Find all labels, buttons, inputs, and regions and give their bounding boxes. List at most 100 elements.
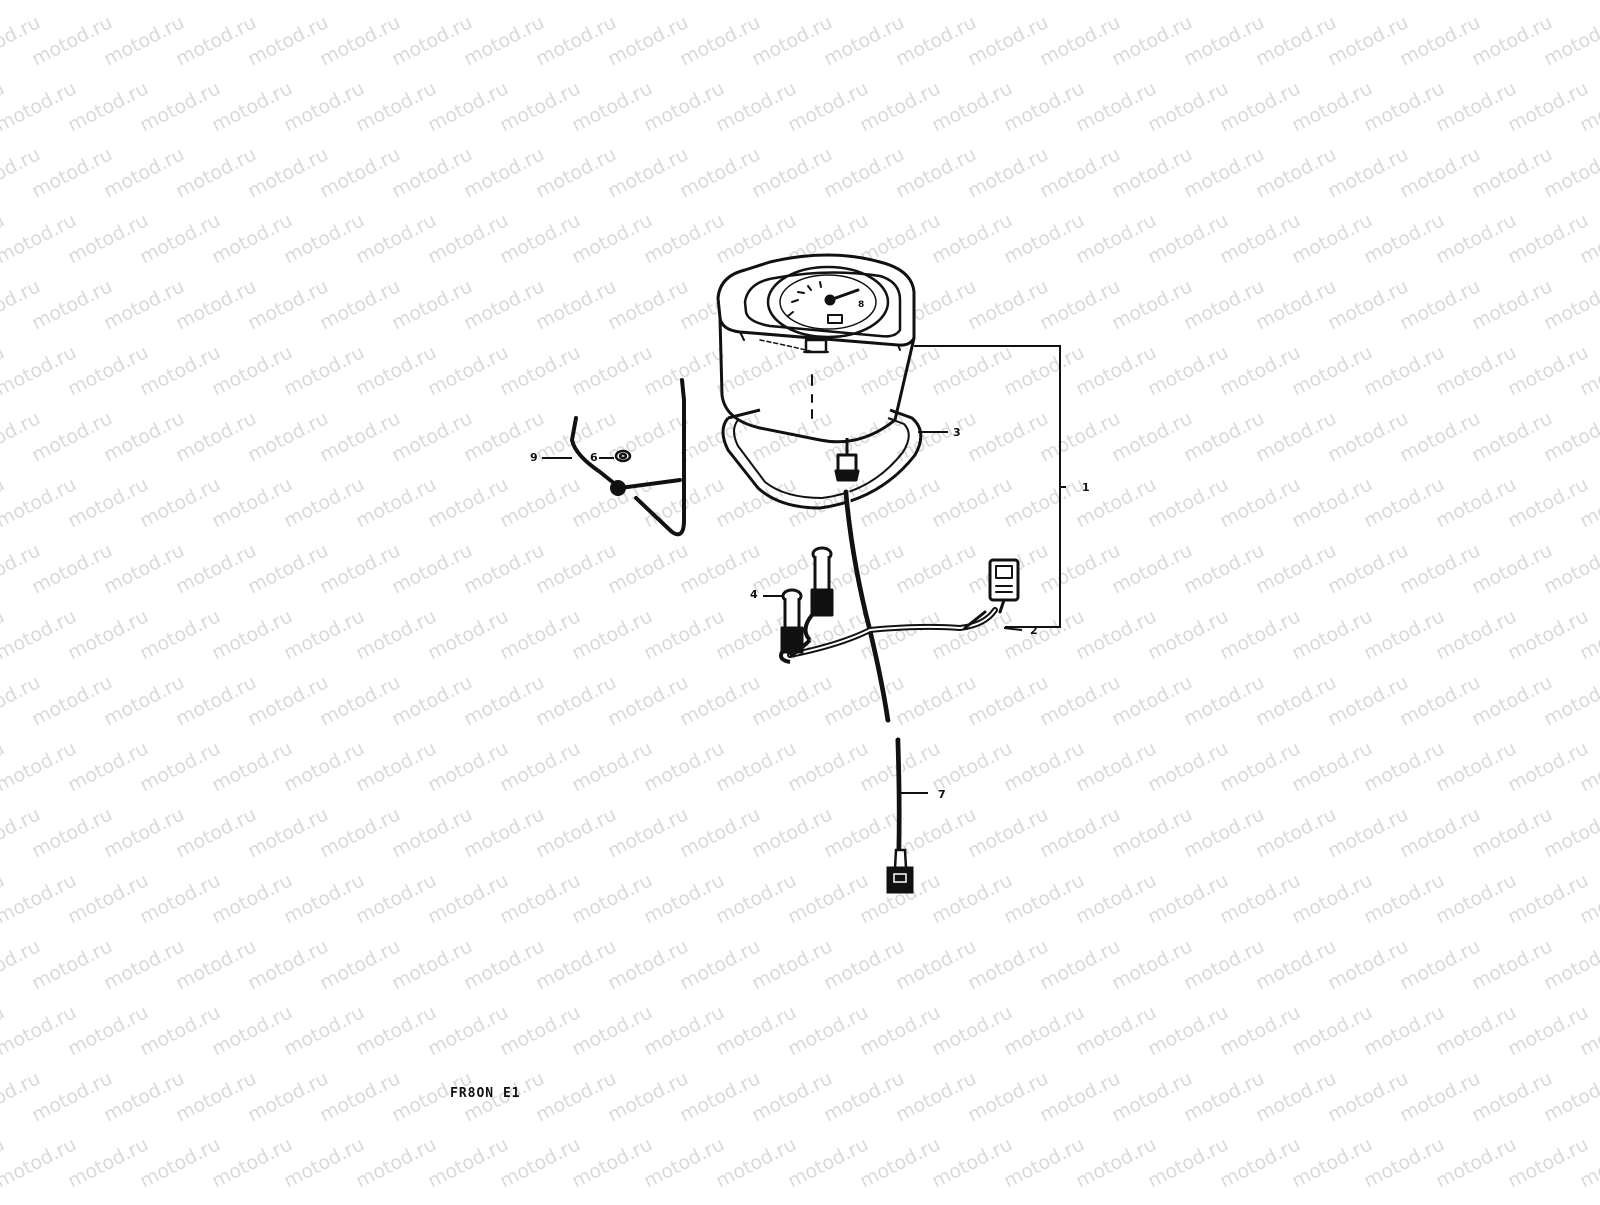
watermark-text: motod.ru xyxy=(1216,605,1304,664)
watermark-text: motod.ru xyxy=(604,11,692,70)
watermark-text: motod.ru xyxy=(0,737,80,796)
watermark-text: motod.ru xyxy=(1072,869,1160,928)
watermark-text: motod.ru xyxy=(1324,143,1412,202)
watermark-text: motod.ru xyxy=(1504,737,1592,796)
watermark-text: motod.ru xyxy=(1000,869,1088,928)
watermark-text: motod.ru xyxy=(748,671,836,730)
watermark-text: motod.ru xyxy=(172,11,260,70)
watermark-text: motod.ru xyxy=(244,11,332,70)
watermark-text: motod.ru xyxy=(316,275,404,334)
watermark-text: motod.ru xyxy=(496,1001,584,1060)
watermark-text: motod.ru xyxy=(352,0,440,4)
watermark-text: motod.ru xyxy=(100,671,188,730)
watermark-text: motod.ru xyxy=(964,1067,1052,1126)
watermark-text: motod.ru xyxy=(1216,737,1304,796)
watermark-text: motod.ru xyxy=(1432,77,1520,136)
watermark-text: motod.ru xyxy=(64,737,152,796)
watermark-text: motod.ru xyxy=(784,737,872,796)
watermark-text: motod.ru xyxy=(424,341,512,400)
watermark-text: motod.ru xyxy=(316,143,404,202)
watermark-text: motod.ru xyxy=(1180,1067,1268,1126)
watermark-text: motod.ru xyxy=(1036,1067,1124,1126)
watermark-text: motod.ru xyxy=(316,671,404,730)
model-code-label: FR8ON E1 xyxy=(450,1086,521,1101)
watermark-text: motod.ru xyxy=(928,1133,1016,1192)
watermark-text: motod.ru xyxy=(532,803,620,862)
watermark-text: motod.ru xyxy=(1288,341,1376,400)
watermark-text: motod.ru xyxy=(676,11,764,70)
watermark-text: motod.ru xyxy=(1504,77,1592,136)
watermark-text: motod.ru xyxy=(1000,77,1088,136)
watermark-text: motod.ru xyxy=(1360,473,1448,532)
watermark-text: motod.ru xyxy=(64,605,152,664)
watermark-text: motod.ru xyxy=(928,77,1016,136)
watermark-text: motod.ru xyxy=(136,737,224,796)
watermark-text: motod.ru xyxy=(640,869,728,928)
watermark-text: motod.ru xyxy=(532,539,620,598)
watermark-text: motod.ru xyxy=(424,77,512,136)
watermark-text: motod.ru xyxy=(784,77,872,136)
watermark-text: motod.ru xyxy=(856,1133,944,1192)
watermark-text: motod.ru xyxy=(280,77,368,136)
watermark-text: motod.ru xyxy=(1324,11,1412,70)
nut-part-6 xyxy=(614,449,632,463)
watermark-text: motod.ru xyxy=(388,11,476,70)
watermark-text: motod.ru xyxy=(1468,143,1556,202)
watermark-text: motod.ru xyxy=(100,803,188,862)
watermark-text: motod.ru xyxy=(244,539,332,598)
watermark-text: motod.ru xyxy=(316,803,404,862)
watermark-text: motod.ru xyxy=(1000,1001,1088,1060)
watermark-text: motod.ru xyxy=(532,935,620,994)
watermark-text: motod.ru xyxy=(1468,1067,1556,1126)
watermark-text: motod.ru xyxy=(280,209,368,268)
watermark-text: motod.ru xyxy=(172,935,260,994)
watermark-text: motod.ru xyxy=(532,671,620,730)
watermark-text: motod.ru xyxy=(424,1001,512,1060)
callout-3: 3 xyxy=(953,426,961,439)
watermark-text: motod.ru xyxy=(820,935,908,994)
watermark-text: motod.ru xyxy=(352,1133,440,1192)
watermark-text: motod.ru xyxy=(568,77,656,136)
watermark-text: motod.ru xyxy=(604,803,692,862)
watermark-text: motod.ru xyxy=(568,209,656,268)
watermark-text: motod.ru xyxy=(1144,77,1232,136)
watermark-text: motod.ru xyxy=(0,1001,80,1060)
watermark-text: motod.ru xyxy=(208,209,296,268)
callout-2: 2 xyxy=(1030,624,1038,637)
watermark-text: motod.ru xyxy=(1000,737,1088,796)
watermark-text: motod.ru xyxy=(604,1067,692,1126)
watermark-text: motod.ru xyxy=(532,1067,620,1126)
watermark-text: motod.ru xyxy=(1108,275,1196,334)
watermark-text: motod.ru xyxy=(1396,275,1484,334)
watermark-text: motod.ru xyxy=(532,143,620,202)
watermark-text: motod.ru xyxy=(316,407,404,466)
watermark-text: motod.ru xyxy=(388,803,476,862)
dial-glyph: 8 xyxy=(858,300,864,310)
watermark-text: motod.ru xyxy=(244,143,332,202)
watermark-text: motod.ru xyxy=(640,1133,728,1192)
watermark-text: motod.ru xyxy=(1108,407,1196,466)
watermark-text: motod.ru xyxy=(892,143,980,202)
watermark-text: motod.ru xyxy=(748,11,836,70)
watermark-text: motod.ru xyxy=(1000,473,1088,532)
watermark-text: motod.ru xyxy=(1324,539,1412,598)
watermark-text: motod.ru xyxy=(1252,11,1340,70)
watermark-text: motod.ru xyxy=(460,539,548,598)
watermark-text: motod.ru xyxy=(1144,1133,1232,1192)
watermark-text: motod.ru xyxy=(1144,341,1232,400)
watermark-text: motod.ru xyxy=(784,1001,872,1060)
watermark-text: motod.ru xyxy=(1288,869,1376,928)
watermark-text: motod.ru xyxy=(1144,473,1232,532)
watermark-text: motod.ru xyxy=(1396,671,1484,730)
watermark-text: motod.ru xyxy=(136,209,224,268)
watermark-text: motod.ru xyxy=(676,935,764,994)
watermark-text: motod.ru xyxy=(604,143,692,202)
watermark-text: motod.ru xyxy=(316,539,404,598)
watermark-text: motod.ru xyxy=(1000,341,1088,400)
watermark-text: motod.ru xyxy=(1288,1133,1376,1192)
watermark-text: motod.ru xyxy=(1108,11,1196,70)
watermark-text: motod.ru xyxy=(460,935,548,994)
watermark-text: motod.ru xyxy=(1360,1001,1448,1060)
watermark-text: motod.ru xyxy=(388,275,476,334)
watermark-text: motod.ru xyxy=(964,275,1052,334)
